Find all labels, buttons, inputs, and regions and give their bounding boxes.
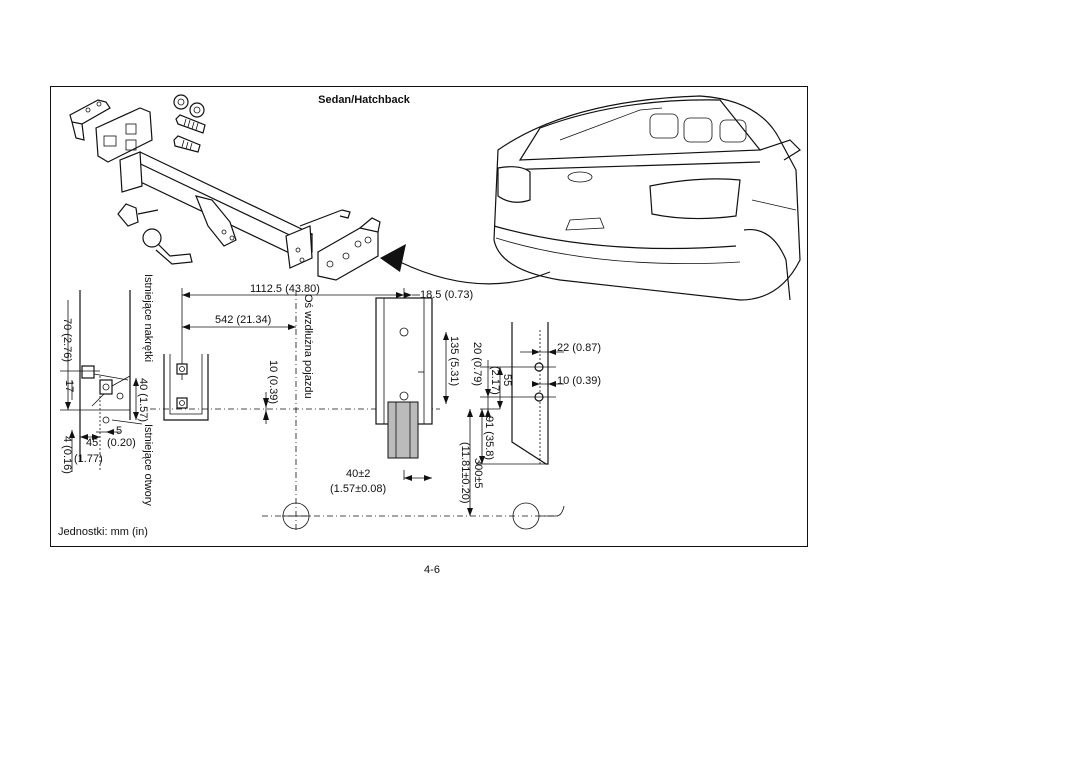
dimension-5: 5 bbox=[116, 425, 122, 437]
dimension-5-inch: (0.20) bbox=[107, 437, 136, 449]
dimension-542: 542 (21.34) bbox=[215, 314, 271, 326]
dimension-40pm2: 40±2 bbox=[346, 468, 370, 480]
plan-view-dimensions: 1112.5 (43.80) 542 (21.34) 18.5 (0.73) bbox=[150, 283, 565, 530]
locking-pin bbox=[299, 209, 351, 227]
side-view-dimensions: 22 (0.87) 10 (0.39) 20 (0.79) 55 (2.17) … bbox=[459, 322, 601, 516]
dimension-70: 70 (2.76) bbox=[61, 318, 73, 362]
right-bracket-section bbox=[375, 297, 433, 459]
units-note: Jednostki: mm (in) bbox=[58, 526, 148, 538]
dimension-10-right: 10 (0.39) bbox=[557, 375, 601, 387]
right-mounting-bracket bbox=[317, 217, 381, 281]
spring-clip bbox=[117, 203, 159, 227]
figure-title: Sedan/Hatchback bbox=[318, 94, 411, 106]
vehicle-axis-label: Oś wzdłużna pojazdu bbox=[302, 294, 314, 399]
dimension-300-inch: (11.81±0.20) bbox=[459, 442, 471, 503]
left-frame-member bbox=[163, 354, 209, 421]
dimension-45: 45 bbox=[86, 437, 98, 449]
dimension-55-inch: (2.17) bbox=[489, 366, 501, 395]
figure-frame bbox=[50, 86, 808, 547]
dimension-18-5: 18.5 (0.73) bbox=[420, 289, 473, 301]
dimension-1112-5: 1112.5 (43.80) bbox=[250, 283, 320, 295]
dimension-55: 55 bbox=[501, 374, 513, 386]
dimension-22: 22 (0.87) bbox=[557, 342, 601, 354]
dimension-300: 300±5 bbox=[472, 458, 484, 489]
tow-bar-crossbar bbox=[119, 151, 314, 269]
existing-nuts-label: Istniejące nakrętki bbox=[142, 274, 154, 362]
dimension-40: 40 (1.57) bbox=[137, 378, 149, 422]
dimension-45-inch: (1.77) bbox=[74, 453, 103, 465]
dimension-17: 17 bbox=[63, 380, 75, 392]
dimension-40pm2-inch: (1.57±0.08) bbox=[330, 483, 386, 495]
mounting-detail-dimensions: 70 (2.76) 17 40 (1.57) 5 (0.20) 45 (1.77… bbox=[60, 274, 154, 506]
dimension-135: 135 (5.31) bbox=[448, 336, 460, 386]
left-mounting-bracket bbox=[69, 99, 153, 163]
dimension-4: 4 (0.16) bbox=[61, 436, 73, 474]
attachment-location-arrow bbox=[380, 244, 551, 285]
exploded-parts-illustration bbox=[69, 94, 381, 281]
dimension-91: 91 (35.8) bbox=[483, 416, 495, 460]
dimension-10-left: 10 (0.39) bbox=[267, 360, 279, 404]
nuts-and-bolts bbox=[173, 94, 206, 153]
existing-holes-label: Istniejące otwory bbox=[142, 424, 154, 506]
car-rear-illustration bbox=[493, 95, 801, 301]
tow-ball bbox=[142, 228, 193, 265]
page-number: 4-6 bbox=[424, 564, 440, 576]
dimension-20: 20 (0.79) bbox=[471, 342, 483, 386]
